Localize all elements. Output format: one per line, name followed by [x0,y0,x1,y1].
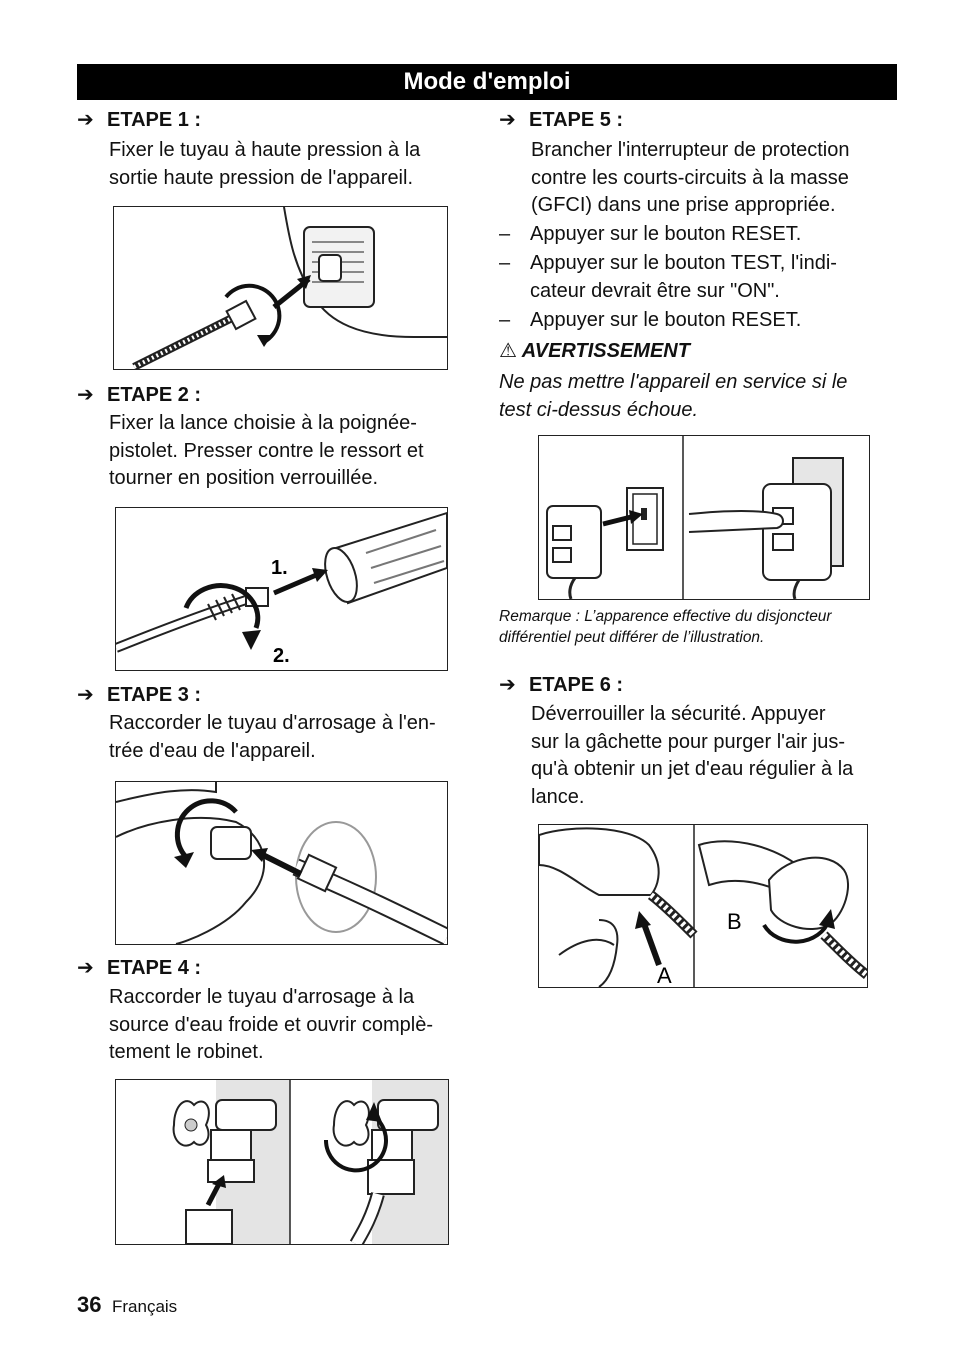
warning-triangle-icon: ⚠ [499,340,517,362]
step-3-text: Raccorder le tuyau d'arrosage à l'en- tr… [109,712,436,762]
right-arrow-icon: ➔ [77,109,94,131]
faucet-left [172,1099,277,1244]
step-1-text: Fixer le tuyau à haute pression à la sor… [109,139,421,189]
step-6-text: Déverrouiller la sécurité. Appuyer sur l… [531,703,854,808]
step-5-heading: ➔ ETAPE 5 : [499,108,623,132]
right-arrow-icon: ➔ [77,384,94,406]
remark-note: Remarque : L’apparence effective du disj… [499,608,832,646]
step-2-figure-label-2: 2. [273,645,290,667]
step-2-label: ETAPE 2 : [107,384,202,406]
warning-label: AVERTISSEMENT [521,340,690,362]
warning-text: Ne pas mettre l'appareil en service si l… [499,371,848,421]
step-1-label: ETAPE 1 : [107,109,202,131]
step-4-heading: ➔ ETAPE 4 : [77,956,201,980]
step-4-illustration [115,1079,449,1245]
step-6-figure-label-b: B [727,909,742,934]
page-title: Mode d'emploi [77,64,897,100]
step-2-text: Fixer la lance choisie à la poignée- pis… [109,412,424,489]
step-4-text: Raccorder le tuyau d'arrosage à la sourc… [109,986,433,1063]
faucet-right [323,1099,439,1244]
step-5-label: ETAPE 5 : [529,109,624,131]
step-6-figure-label-a: A [657,963,672,987]
step-3-illustration [115,781,448,945]
step-3-label: ETAPE 3 : [107,684,202,706]
step-1-heading: ➔ ETAPE 1 : [77,108,201,132]
right-arrow-icon: ➔ [499,109,516,131]
step-6-label: ETAPE 6 : [529,674,624,696]
right-arrow-icon: ➔ [77,957,94,979]
page-language: Français [112,1297,178,1316]
step-5-text: Brancher l'interrupteur de protection co… [531,139,850,216]
step-3-heading: ➔ ETAPE 3 : [77,683,201,707]
step-2-figure-label-1: 1. [271,557,288,579]
step-2-heading: ➔ ETAPE 2 : [77,383,201,407]
right-arrow-icon: ➔ [499,674,516,696]
page-number: 36 [77,1292,102,1317]
step-2-illustration: 1. 2. [115,507,448,671]
step-4-label: ETAPE 4 : [107,957,202,979]
step-6-heading: ➔ ETAPE 6 : [499,673,623,697]
warning-heading: ⚠ AVERTISSEMENT [499,339,690,363]
right-arrow-icon: ➔ [77,684,94,706]
step-6-illustration: A B [538,824,868,988]
step-1-illustration [113,206,448,370]
step-5-illustration [538,435,870,600]
